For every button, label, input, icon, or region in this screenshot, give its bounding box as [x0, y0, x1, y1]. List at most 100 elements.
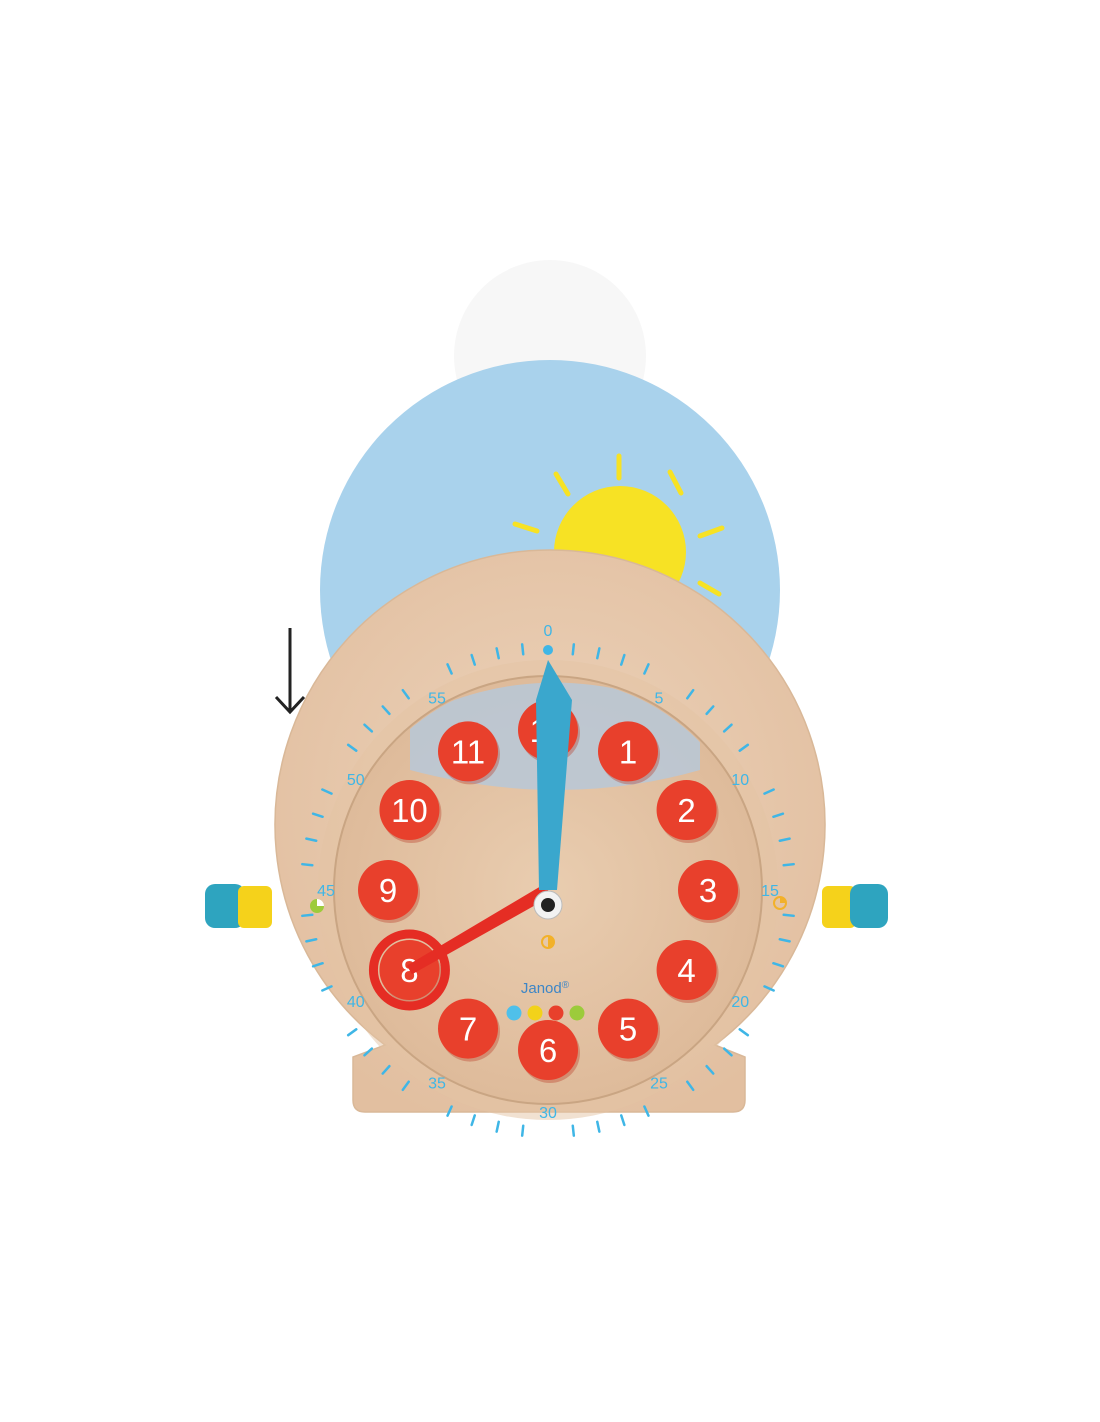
hour-number: 11 [451, 733, 485, 770]
minute-tick [401, 1080, 410, 1092]
minute-tick [321, 985, 333, 992]
center-pin-core [541, 898, 555, 912]
hour-token[interactable]: 7 [438, 998, 500, 1062]
hour-token[interactable]: 9 [358, 860, 420, 923]
svg-text:Janod®: Janod® [521, 980, 570, 997]
minute-tick [763, 788, 775, 795]
hour-number: 2 [677, 792, 695, 829]
minute-tick [619, 653, 626, 666]
brand-dot [527, 1005, 543, 1021]
minute-tick [778, 938, 791, 943]
minute-tick [738, 743, 750, 752]
minute-label: 40 [347, 994, 365, 1011]
minute-tick [722, 1047, 733, 1057]
minute-tick [782, 913, 795, 918]
brand-dot [548, 1005, 564, 1021]
hour-token[interactable]: 10 [379, 780, 442, 843]
hour-number: 1 [619, 733, 637, 770]
down-arrow-icon [274, 628, 306, 715]
brand-logo: Janod® [506, 980, 585, 1021]
minute-tick [363, 723, 374, 733]
minute-tick [470, 653, 477, 666]
brand-color-dots [506, 1005, 585, 1021]
minute-tick [520, 1124, 525, 1137]
minute-tick [596, 1120, 601, 1133]
hour-number: 10 [391, 792, 428, 829]
brand-dot [569, 1005, 585, 1021]
minute-tick [643, 1105, 650, 1117]
hour-token[interactable]: 11 [438, 721, 500, 785]
minute-tick [596, 647, 601, 660]
hour-number: 6 [539, 1032, 557, 1069]
hour-token[interactable]: 3 [678, 860, 740, 923]
hour-number: 3 [699, 872, 717, 909]
minute-tick [446, 1105, 453, 1117]
minute-tick [446, 663, 453, 675]
minute-tick [571, 1124, 576, 1137]
hour-number: 4 [677, 952, 695, 989]
minute-tick [722, 723, 733, 733]
hour-number: 7 [459, 1011, 477, 1048]
hour-number: 8 [400, 952, 418, 989]
minute-tick [686, 1080, 695, 1092]
minute-label: 20 [731, 994, 749, 1011]
minute-tick [520, 643, 525, 656]
hour-number: 9 [379, 872, 397, 909]
minute-label: 10 [731, 772, 749, 789]
zero-marker [543, 645, 553, 655]
clock-hands[interactable] [368, 660, 572, 1011]
minute-tick [705, 1064, 715, 1075]
minute-tick [301, 913, 314, 918]
minute-tick [346, 1028, 358, 1037]
hour-token[interactable]: 5 [598, 998, 660, 1062]
half-past-icon [541, 935, 555, 949]
minute-tick [401, 688, 410, 700]
minute-tick [470, 1114, 477, 1127]
brand-dot [506, 1005, 522, 1021]
minute-label: 25 [650, 1075, 668, 1092]
minute-tick [305, 837, 318, 842]
minute-label: 15 [761, 883, 779, 900]
minute-tick [778, 837, 791, 842]
minute-tick [763, 985, 775, 992]
left-knob[interactable] [205, 884, 272, 928]
minute-tick [311, 812, 324, 819]
minute-tick [381, 1064, 391, 1075]
minute-tick [686, 688, 695, 700]
minute-tick [301, 862, 314, 867]
hour-token[interactable]: 2 [656, 780, 719, 843]
minute-tick [321, 788, 333, 795]
hour-token[interactable]: 6 [518, 1020, 580, 1083]
minute-tick [571, 643, 576, 656]
minute-label: 45 [317, 883, 335, 900]
minute-tick [772, 812, 785, 819]
minute-tick [705, 705, 715, 716]
minute-label: 5 [655, 691, 664, 708]
minute-label: 35 [428, 1075, 446, 1092]
minute-tick [643, 663, 650, 675]
hour-token[interactable]: 4 [656, 940, 719, 1003]
minute-tick [738, 1028, 750, 1037]
minute-label: 55 [428, 691, 446, 708]
minute-label: 0 [544, 623, 553, 640]
hour-token[interactable]: 1 [598, 721, 660, 785]
minute-tick [495, 1120, 500, 1133]
hour-number: 5 [619, 1011, 637, 1048]
right-knob[interactable] [822, 884, 888, 928]
minute-tick [495, 647, 500, 660]
minute-tick [772, 961, 785, 968]
quarter-past-icon [773, 896, 787, 910]
minute-tick [363, 1047, 374, 1057]
minute-tick [381, 705, 391, 716]
minute-hand[interactable] [536, 660, 572, 890]
minute-label: 50 [347, 772, 365, 789]
hour-tokens: 121234567891011 [358, 700, 740, 1083]
hour-hand[interactable] [368, 883, 552, 1011]
quarter-to-icon [310, 899, 324, 913]
minute-tick [305, 938, 318, 943]
minute-tick [619, 1114, 626, 1127]
minute-tick [782, 862, 795, 867]
minute-tick [346, 743, 358, 752]
